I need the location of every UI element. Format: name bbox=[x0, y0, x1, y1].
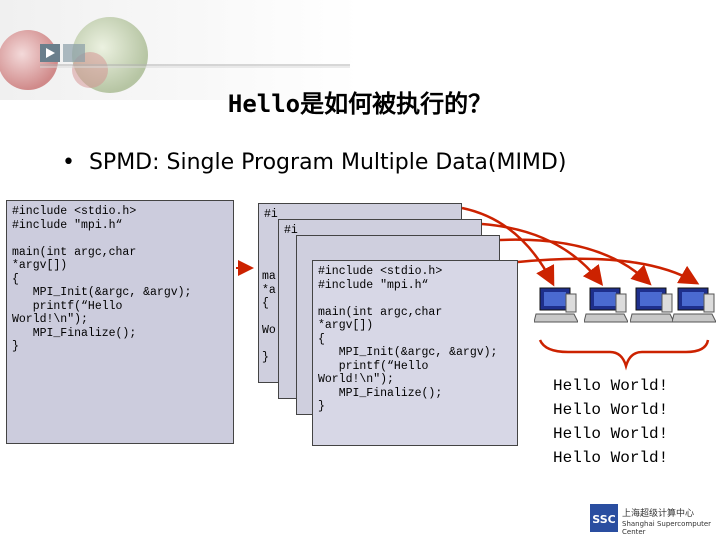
output-line: Hello World! bbox=[553, 425, 669, 443]
stack-fragments-1: ma *a { Wo } bbox=[262, 270, 276, 365]
svg-text:SSC: SSC bbox=[592, 513, 615, 526]
bullet-text: SPMD: Single Program Multiple Data(MIMD) bbox=[88, 150, 567, 175]
bullet-item: • SPMD: Single Program Multiple Data(MIM… bbox=[62, 150, 567, 175]
output-line: Hello World! bbox=[553, 377, 669, 395]
logo-name-en: Shanghai Supercomputer Center bbox=[622, 520, 712, 536]
frag-ma-1: ma bbox=[262, 270, 276, 283]
program-output: Hello World! Hello World! Hello World! Hell… bbox=[553, 374, 668, 470]
logo-name-cn: 上海超级计算中心 bbox=[622, 509, 695, 519]
frag-brace-1: { bbox=[262, 297, 269, 310]
header-decoration bbox=[0, 0, 360, 100]
code-copy-front: #include <stdio.h> #include "mpi.h“ main… bbox=[312, 260, 518, 446]
copy-1-frag-a: #i bbox=[264, 208, 278, 221]
frag-a-1: *a bbox=[262, 283, 276, 297]
output-line: Hello World! bbox=[553, 401, 669, 419]
source-code-box: #include <stdio.h> #include "mpi.h“ main… bbox=[6, 200, 234, 444]
frag-close-1: } bbox=[262, 351, 269, 364]
output-line: Hello World! bbox=[553, 449, 669, 467]
slide-title: Hello是如何被执行的？ bbox=[227, 90, 493, 118]
ssc-logo-icon: SSC bbox=[590, 504, 618, 532]
computer-icon bbox=[672, 287, 716, 323]
computer-icon bbox=[630, 287, 674, 323]
computer-icon bbox=[534, 287, 578, 323]
frag-wo-1: Wo bbox=[262, 324, 276, 337]
copy-2-frag-a: #i bbox=[284, 224, 298, 237]
computer-icon bbox=[584, 287, 628, 323]
